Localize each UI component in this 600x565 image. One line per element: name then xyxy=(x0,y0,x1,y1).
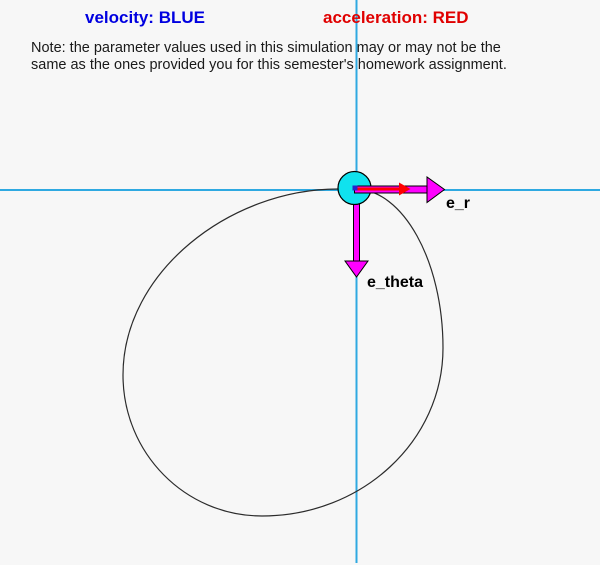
velocity-legend-label: velocity: BLUE xyxy=(85,8,205,27)
acceleration-arrow-shaft xyxy=(355,187,399,191)
acceleration-arrow-head xyxy=(399,182,411,196)
note-line-1: Note: the parameter values used in this … xyxy=(31,40,501,56)
e-r-arrow-head xyxy=(426,176,446,204)
acceleration-arrow xyxy=(355,182,411,196)
note-text: Note: the parameter values used in this … xyxy=(31,40,507,74)
e-theta-arrow-head xyxy=(344,260,369,278)
velocity-dot xyxy=(352,185,358,191)
e-theta-label: e_theta xyxy=(367,274,424,291)
note-line-2: same as the ones provided you for this s… xyxy=(31,57,507,73)
e-r-label: e_r xyxy=(446,195,471,212)
acceleration-legend-label: acceleration: RED xyxy=(323,8,469,27)
orbit-path xyxy=(122,188,444,517)
